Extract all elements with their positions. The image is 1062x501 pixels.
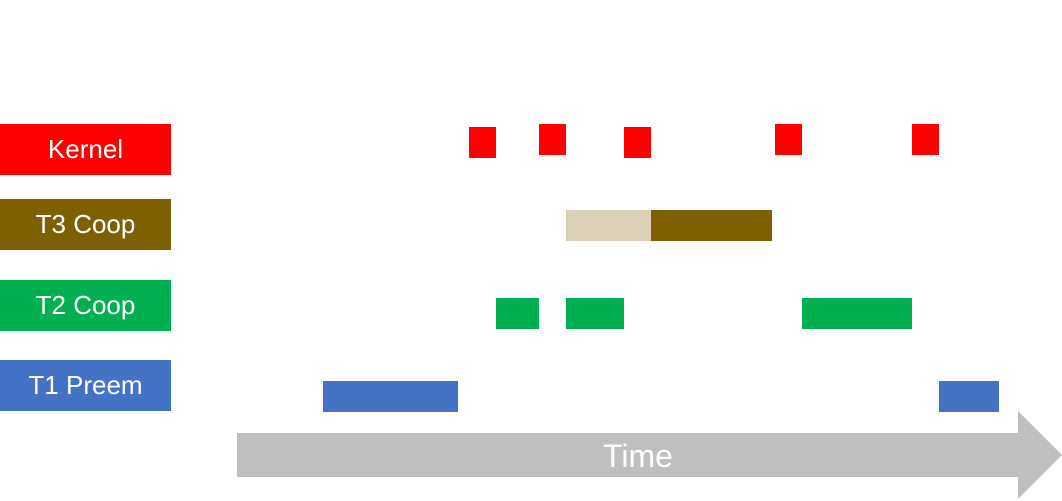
lane-label-t3-coop-text: T3 Coop — [35, 209, 136, 239]
time-arrow-shape — [237, 411, 1062, 499]
kernel-block — [912, 124, 939, 155]
kernel-block — [624, 127, 651, 158]
t3-coop-waiting-block — [566, 210, 651, 241]
lane-label-t2-coop-text: T2 Coop — [35, 290, 136, 320]
lane-label-kernel-text: Kernel — [47, 134, 124, 164]
time-axis-label: Time — [603, 437, 673, 474]
lane-label-t3-coop: T3 Coop — [0, 199, 171, 250]
time-arrow — [237, 411, 1062, 499]
t2-coop-run-block — [802, 298, 912, 329]
t1-preem-run-block — [939, 381, 999, 412]
kernel-block — [469, 127, 496, 158]
t2-coop-run-block — [496, 298, 539, 329]
lane-label-kernel: Kernel — [0, 124, 171, 175]
lane-label-t2-coop: T2 Coop — [0, 280, 171, 331]
t1-preem-run-block — [323, 381, 458, 412]
kernel-block — [775, 124, 802, 155]
t2-coop-run-block — [566, 298, 624, 329]
t3-coop-run-block — [651, 210, 772, 241]
lane-label-t1-preem-text: T1 Preem — [28, 370, 143, 400]
lane-label-t1-preem: T1 Preem — [0, 360, 171, 411]
kernel-block — [539, 124, 566, 155]
